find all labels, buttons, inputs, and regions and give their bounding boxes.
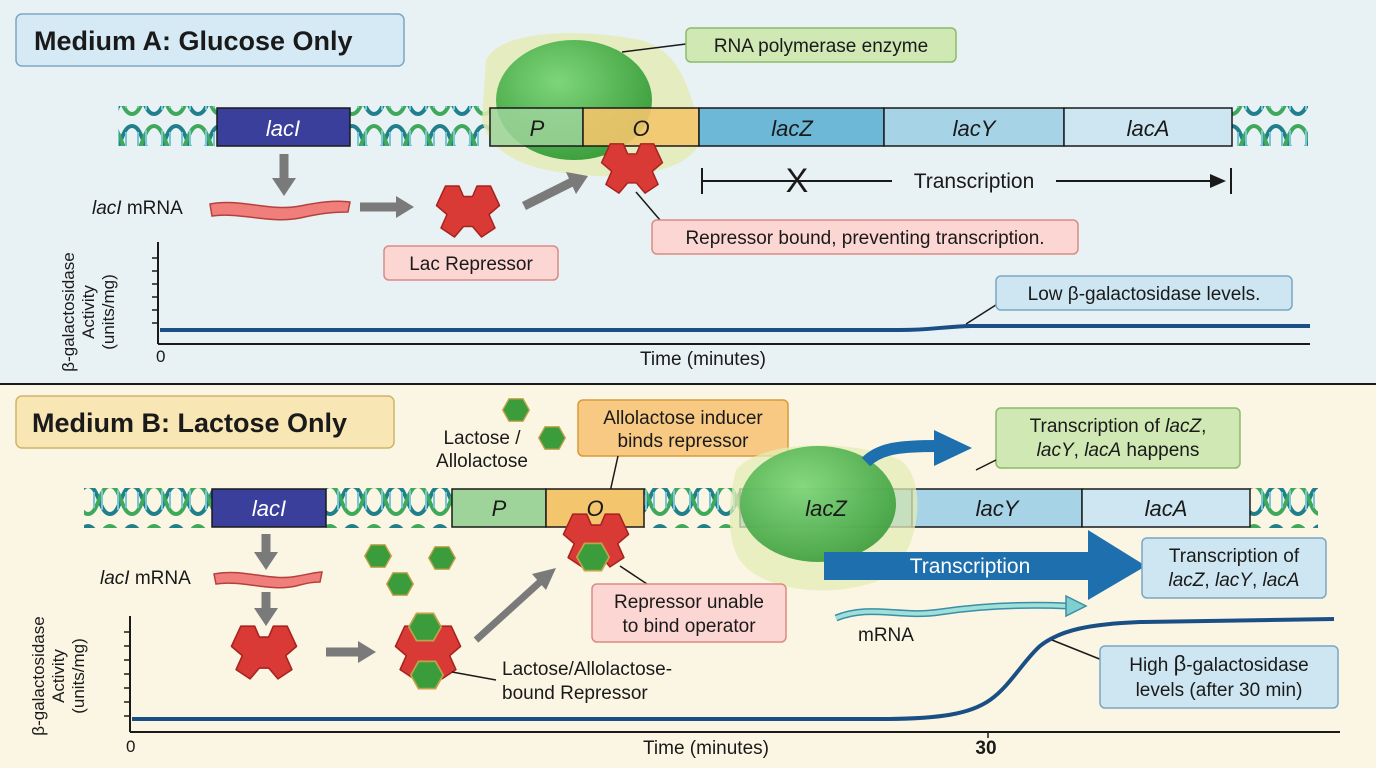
panel-b-graph: 0 Time (minutes) 30 β-galactosidase Acti… — [29, 616, 1340, 759]
activity-curve-a — [160, 324, 1310, 332]
gene-operator-label-b: O — [586, 496, 603, 521]
inducer-label-1: Allolactose inducer — [603, 408, 763, 429]
gene-operator-b — [545, 488, 645, 528]
gene-lacz-label-a: lacZ — [771, 116, 814, 141]
gene-laca-label-b: lacA — [1145, 496, 1188, 521]
panel-b-title-box: Medium B: Lactose Only — [15, 395, 395, 449]
gene-lacz-a — [698, 107, 885, 147]
lactose-molecule-icon — [428, 546, 456, 570]
blocked-transcription-label: Transcription — [914, 170, 1035, 193]
activity-curve-b — [132, 617, 1335, 721]
high-levels-label-1: High β-galactosidase — [1129, 651, 1309, 676]
gene-laci-label-a: lacI — [266, 116, 300, 141]
panel-a-dna — [118, 106, 1308, 146]
rna-polymerase-callout: RNA polymerase enzyme — [621, 27, 957, 63]
lactose-molecule-icon — [364, 544, 392, 568]
blocked-transcription-arrow: X Transcription — [701, 162, 1232, 200]
laci-mrna-label-b: lacI mRNA — [100, 568, 191, 589]
gene-operator-label-a: O — [632, 116, 649, 141]
transcription-happens-line2: lacY, lacA happens — [1037, 440, 1200, 461]
laci-mrna-label-a: lacI mRNA — [92, 198, 183, 219]
gene-lacz-label-b: lacZ — [805, 496, 848, 521]
repressor-bound-callout: Repressor bound, preventing transcriptio… — [635, 191, 1079, 255]
gene-laca-a — [1063, 107, 1233, 147]
gene-lacy-label-b: lacY — [976, 496, 1020, 521]
low-levels-label: Low β-galactosidase levels. — [1028, 284, 1261, 305]
repressor-unable-label-1: Repressor unable — [614, 592, 764, 613]
y-axis-label-b-1: β-galactosidase — [29, 616, 48, 735]
transcription-arrow-label: Transcription — [910, 555, 1031, 578]
x-origin-b: 0 — [126, 737, 135, 756]
repressor-unable-callout: Repressor unable to bind operator — [591, 565, 787, 643]
transcription-of-line1: Transcription of — [1169, 546, 1300, 567]
x-origin-a: 0 — [156, 347, 165, 366]
lactose-molecule-icon — [386, 572, 414, 596]
lactose-label-1: Lactose / — [443, 428, 521, 449]
panel-b-dna — [84, 488, 1318, 528]
bound-repressor-label-2: bound Repressor — [502, 683, 648, 704]
panel-b-title: Medium B: Lactose Only — [32, 408, 347, 438]
gene-promoter-label-b: P — [492, 496, 507, 521]
rna-polymerase-label: RNA polymerase enzyme — [714, 36, 928, 57]
lactose-molecule-icon — [538, 426, 566, 450]
gene-laci-b — [211, 488, 327, 528]
lactose-molecule-icon — [410, 660, 444, 690]
polymerase-enzyme-icon-b — [740, 446, 896, 562]
panel-a-title-box: Medium A: Glucose Only — [15, 13, 405, 67]
gene-laca-label-a: lacA — [1127, 116, 1170, 141]
y-axis-label-a-3: (units/mg) — [99, 274, 118, 350]
panel-a-laci-flow: lacI mRNA Lac Repressor — [92, 154, 588, 281]
repressor-unable-label-2: to bind operator — [622, 616, 756, 637]
x-tick-30: 30 — [975, 738, 996, 759]
polymerase-movement-arrow — [861, 430, 972, 467]
lactose-molecule-icon — [576, 542, 610, 572]
gene-laci-label-b: lacI — [252, 496, 286, 521]
gene-laci-a — [216, 107, 351, 147]
lactose-molecule-icon — [408, 612, 442, 642]
gene-promoter-label-a: P — [530, 116, 545, 141]
gene-operator-a — [582, 107, 700, 147]
y-axis-label-b-3: (units/mg) — [69, 638, 88, 714]
lactose-molecule-icon — [502, 398, 530, 422]
bound-repressor-label-1: Lactose/Allolactose- — [502, 659, 672, 680]
panel-a-graph: 0 Time (minutes) β-galactosidase Activit… — [59, 242, 1310, 372]
y-axis-label-a-1: β-galactosidase — [59, 252, 78, 371]
mrna-label: mRNA — [858, 625, 914, 646]
panel-a-title: Medium A: Glucose Only — [34, 26, 353, 56]
x-axis-label-b: Time (minutes) — [643, 738, 769, 759]
transcription-happens-callout: Transcription of lacZ, lacY, lacA happen… — [975, 407, 1241, 471]
lactose-label-2: Allolactose — [436, 451, 528, 472]
x-axis-label-a: Time (minutes) — [640, 349, 766, 370]
inducer-label-2: binds repressor — [618, 431, 750, 452]
transcription-of-line2: lacZ, lacY, lacA — [1169, 570, 1300, 591]
block-x-icon: X — [786, 162, 809, 200]
transcription-arrow: Transcription — [824, 530, 1146, 600]
panel-b-laci-flow: lacI mRNA Lactose/Allolactose- bound Rep… — [100, 534, 672, 704]
y-axis-label-a-2: Activity — [79, 285, 98, 339]
transcription-happens-line1: Transcription of lacZ, — [1030, 416, 1207, 437]
y-axis-label-b-2: Activity — [49, 649, 68, 703]
inducer-callout: Allolactose inducer binds repressor — [577, 399, 789, 511]
repressor-bound-label: Repressor bound, preventing transcriptio… — [685, 228, 1044, 249]
panel-a-genes: lacI P O lacZ lacY lacA — [216, 107, 1233, 147]
transcription-of-callout: Transcription of lacZ, lacY, lacA — [1141, 537, 1327, 599]
mrna-wave: mRNA — [834, 594, 1088, 646]
gene-lacy-label-a: lacY — [953, 116, 997, 141]
lac-repressor-label-a: Lac Repressor — [409, 254, 533, 275]
gene-laca-b — [1081, 488, 1251, 528]
high-levels-label-2: levels (after 30 min) — [1136, 680, 1303, 701]
